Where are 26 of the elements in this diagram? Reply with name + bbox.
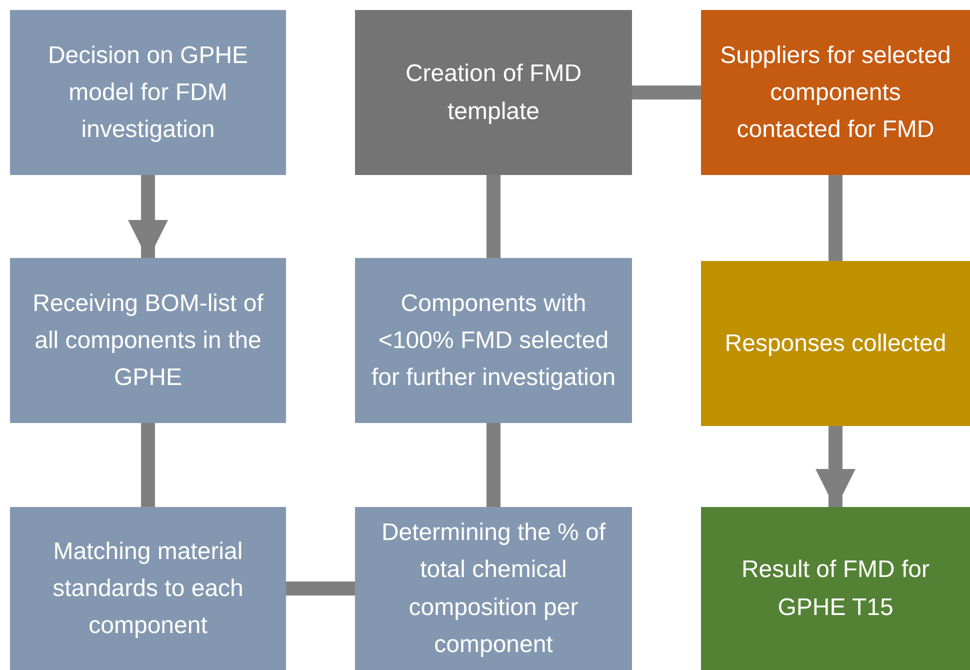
connector-line (486, 423, 500, 507)
box-text: Decision on GPHE model for FDM investigation (46, 40, 250, 146)
box-text: Matching material standards to each component (52, 536, 244, 642)
process-box (355, 507, 632, 670)
process-box (701, 261, 970, 426)
process-box (355, 10, 632, 175)
connector-line (486, 175, 500, 258)
process-box (10, 258, 286, 423)
arrow (816, 426, 856, 509)
connector-line (286, 582, 355, 596)
box-text: Creation of FMD template (404, 59, 583, 126)
box-text: Result of FMD for GPHE T15 (740, 555, 931, 622)
process-box (355, 258, 632, 423)
process-box (10, 10, 286, 175)
connector-line (828, 175, 842, 261)
box-text: Receiving BOM-list of all components in the GPHE (32, 288, 264, 394)
process-box (701, 507, 970, 670)
arrow (128, 175, 168, 260)
connector-line (141, 423, 155, 507)
box-text: Suppliers for selected components contacted for FMD (719, 40, 952, 146)
process-box (10, 507, 286, 670)
connector-line (632, 86, 701, 100)
box-text: Components with <100% FMD selected for further investigation (370, 288, 617, 394)
process-box (701, 10, 970, 175)
box-text: Determining the % of total chemical composition per component (380, 518, 607, 660)
box-text: Responses collected (724, 328, 946, 359)
